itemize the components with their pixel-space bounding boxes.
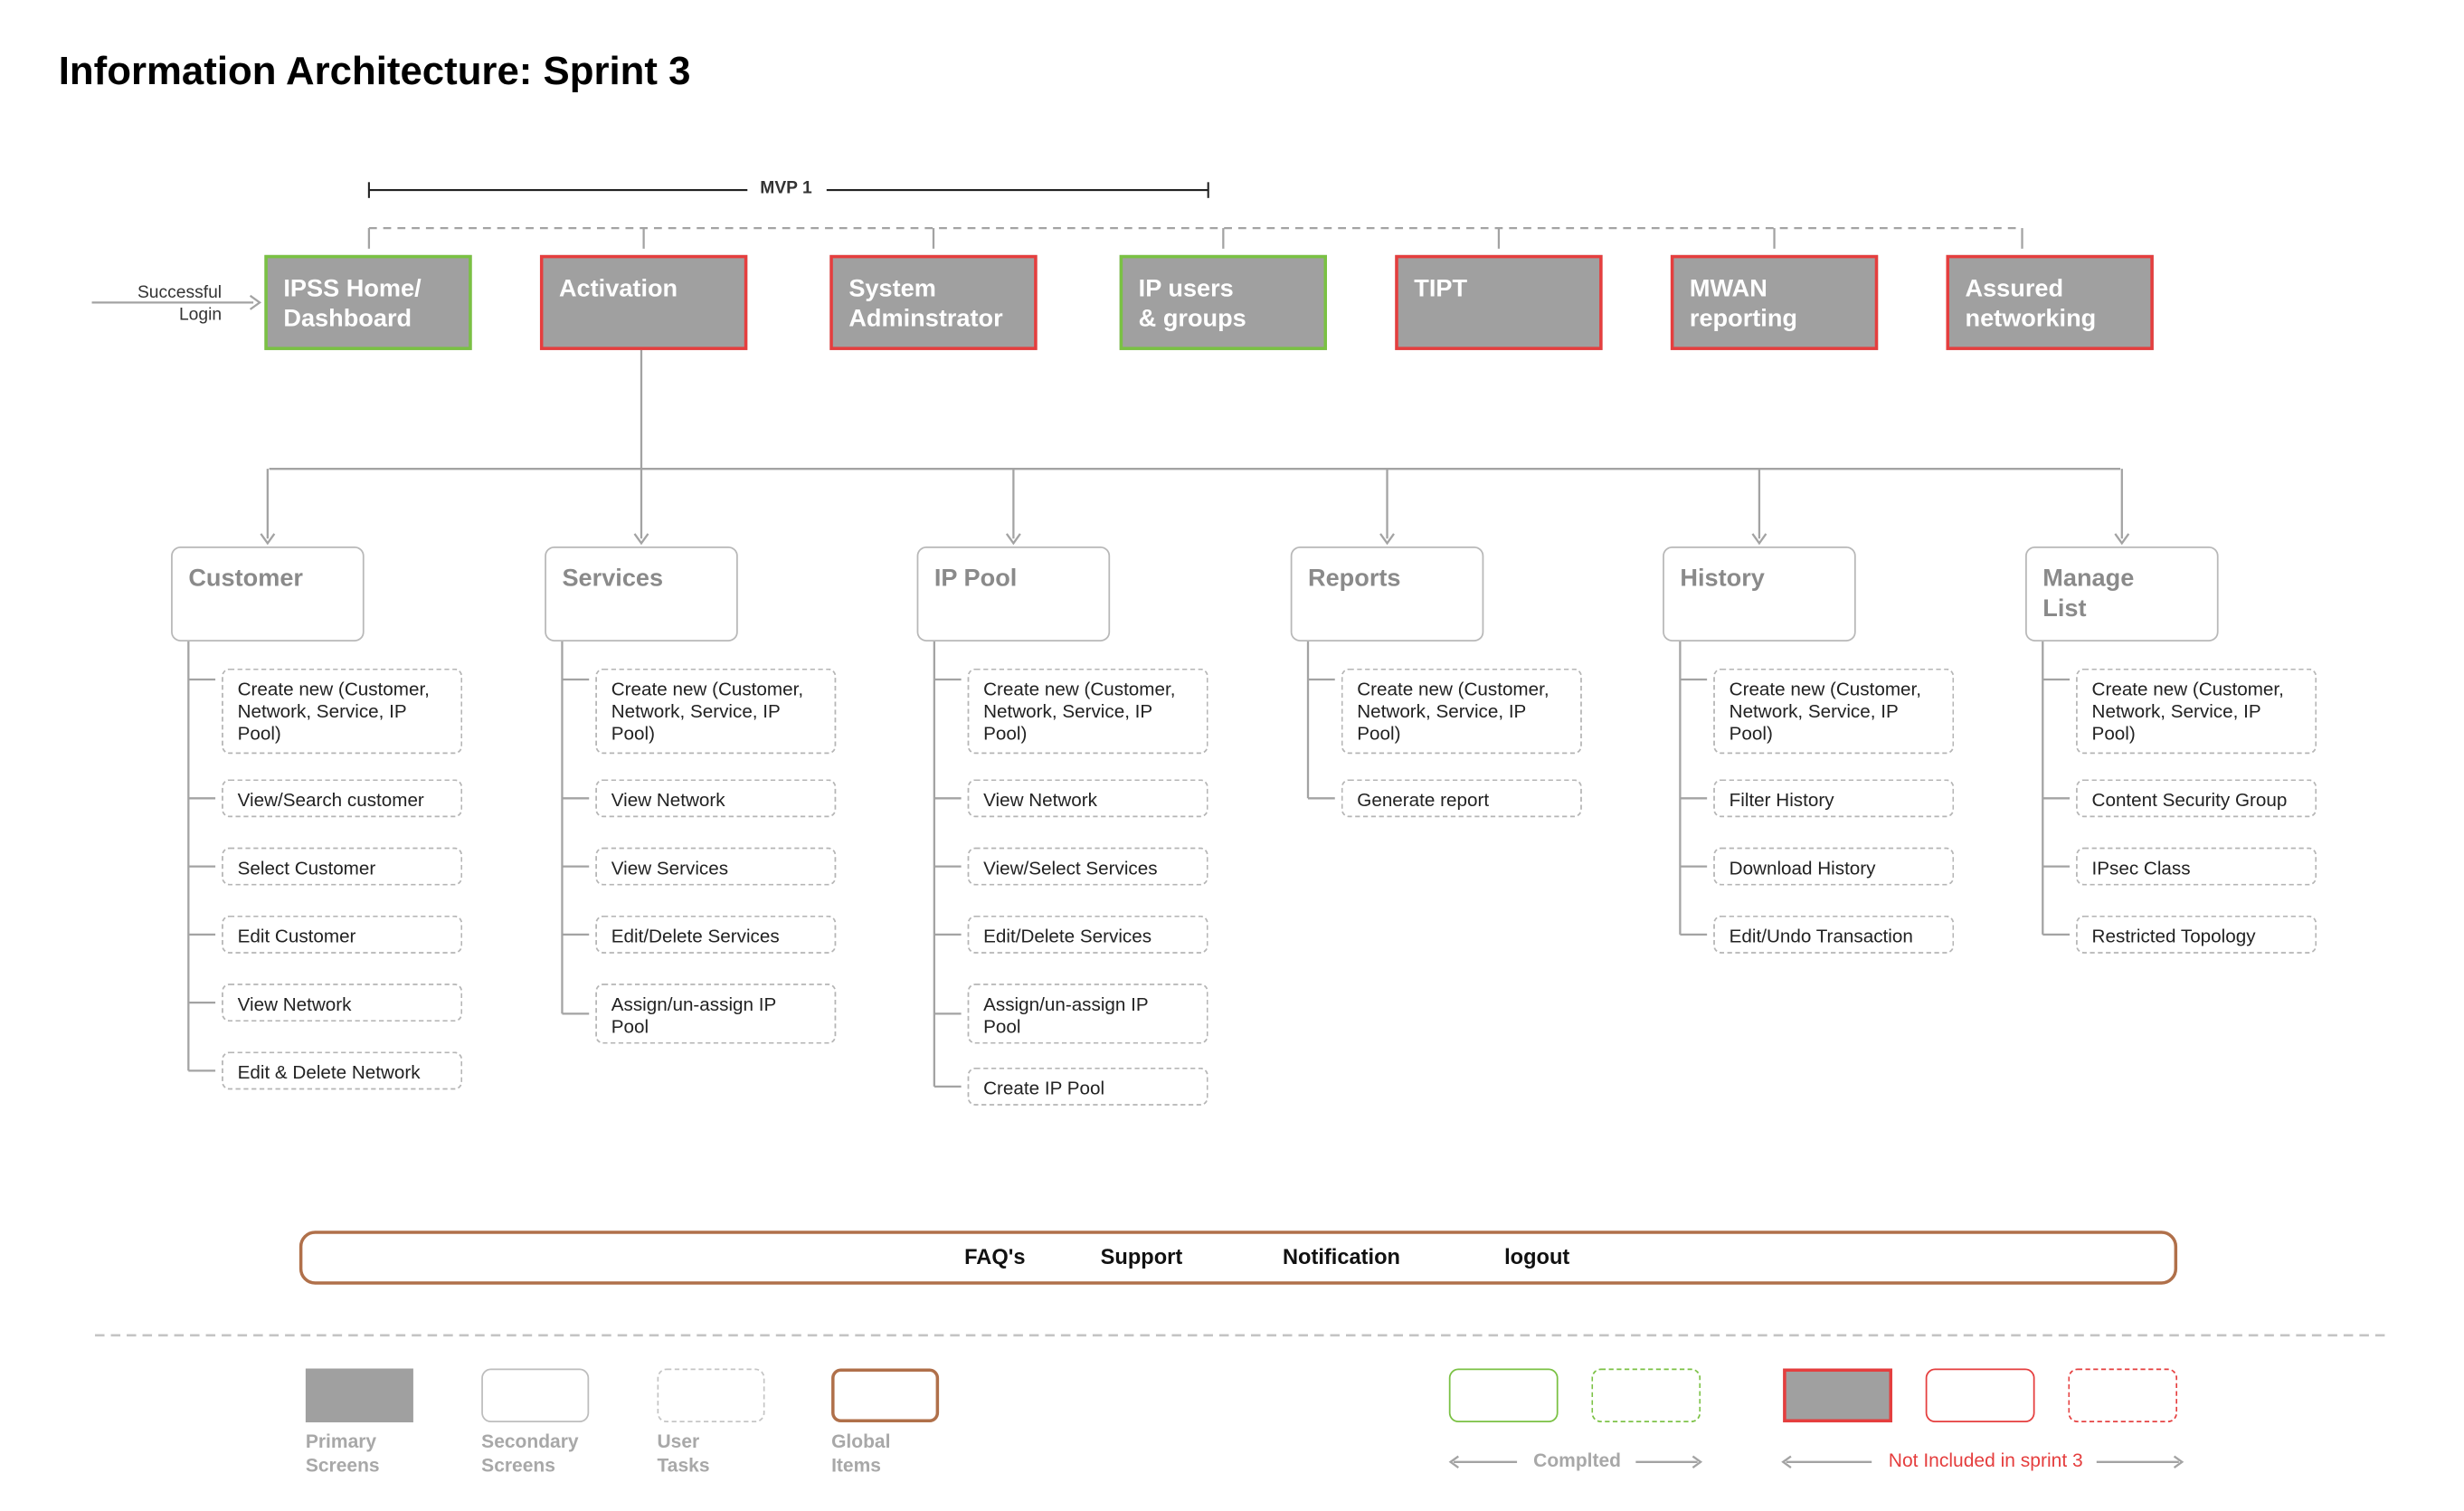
legend-swatch-not-included-primary [1783,1368,1892,1423]
legend-label-user-task: User Tasks [657,1430,710,1477]
primary-screen-tipt[interactable]: TIPT [1395,254,1603,350]
arrow-head [1379,533,1395,546]
primary-screen-ip-users-groups[interactable]: IP users & groups [1119,254,1328,350]
entry-arrow-head [249,294,262,310]
user-task[interactable]: Create new (Customer, Network, Service, … [1341,668,1582,755]
legend-swatch-completed-solid [1448,1368,1559,1423]
legend-swatch-user-task [657,1368,765,1423]
user-task[interactable]: View Network [595,779,837,818]
user-task[interactable]: View Services [595,847,837,886]
secondary-screen-reports[interactable]: Reports [1290,546,1484,641]
arrow-head [1751,533,1767,546]
user-task[interactable]: View/Select Services [967,847,1208,886]
user-task[interactable]: Create new (Customer, Network, Service, … [595,668,837,755]
user-task[interactable]: Assign/un-assign IP Pool [595,984,837,1044]
user-task[interactable]: Edit/Undo Transaction [1713,915,1955,954]
arrow-head [2173,1455,2184,1468]
user-task[interactable]: Edit & Delete Network [222,1051,463,1090]
global-item-support[interactable]: Support [1100,1244,1183,1269]
user-task[interactable]: Restricted Topology [2076,915,2317,954]
arrow-head [2114,533,2130,546]
user-task[interactable]: Content Security Group [2076,779,2317,818]
global-item-logout[interactable]: logout [1504,1244,1570,1269]
legend-swatch-global [831,1368,940,1423]
user-task[interactable]: Create new (Customer, Network, Service, … [222,668,463,755]
secondary-screen-services[interactable]: Services [545,546,738,641]
page-title: Information Architecture: Sprint 3 [58,49,691,94]
user-task[interactable]: Create IP Pool [967,1067,1208,1106]
user-task[interactable]: Edit/Delete Services [595,915,837,954]
primary-screen-ipss-home-dashboard[interactable]: IPSS Home/ Dashboard [264,254,472,350]
legend-label-global: Global Items [831,1430,891,1477]
arrow-head [633,533,649,546]
legend-swatch-not-included-dashed [2068,1368,2178,1423]
secondary-screen-manage-list[interactable]: Manage List [2025,546,2219,641]
arrow-head [1448,1455,1459,1468]
arrow-head [1005,533,1021,546]
user-task[interactable]: Select Customer [222,847,463,886]
user-task[interactable]: View Network [967,779,1208,818]
user-task[interactable]: Edit Customer [222,915,463,954]
user-task[interactable]: View Network [222,984,463,1022]
entry-label: Successful Login [137,283,223,325]
legend-swatch-not-included-solid [1925,1368,2035,1423]
legend-label-primary: Primary Screens [305,1430,380,1477]
global-item-faq-s[interactable]: FAQ's [964,1244,1026,1269]
user-task[interactable]: Create new (Customer, Network, Service, … [967,668,1208,755]
secondary-screen-customer[interactable]: Customer [171,546,365,641]
secondary-screen-ip-pool[interactable]: IP Pool [916,546,1111,641]
arrow-head [1781,1455,1792,1468]
arrow-head [1692,1455,1703,1468]
primary-screen-system-adminstrator[interactable]: System Adminstrator [829,254,1038,350]
user-task[interactable]: Create new (Customer, Network, Service, … [1713,668,1955,755]
user-task[interactable]: IPsec Class [2076,847,2317,886]
user-task[interactable]: Generate report [1341,779,1582,818]
arrow-head [260,533,276,546]
primary-screen-mwan-reporting[interactable]: MWAN reporting [1670,254,1879,350]
primary-screen-assured-networking[interactable]: Assured networking [1946,254,2154,350]
legend-swatch-secondary [481,1368,590,1423]
mvp-label: MVP 1 [750,178,822,198]
legend-label-secondary: Secondary Screens [481,1430,579,1477]
secondary-screen-history[interactable]: History [1663,546,1856,641]
legend-caption-completed: Complted [1533,1449,1622,1472]
user-task[interactable]: Edit/Delete Services [967,915,1208,954]
global-item-notification[interactable]: Notification [1282,1244,1400,1269]
legend-swatch-completed-dashed [1591,1368,1701,1423]
user-task[interactable]: Filter History [1713,779,1955,818]
user-task[interactable]: Assign/un-assign IP Pool [967,984,1208,1044]
legend-caption-not-included: Not Included in sprint 3 [1888,1449,2083,1472]
legend-swatch-primary [305,1368,413,1423]
primary-screen-activation[interactable]: Activation [539,254,748,350]
user-task[interactable]: View/Search customer [222,779,463,818]
global-items-bar [299,1231,2178,1285]
user-task[interactable]: Download History [1713,847,1955,886]
user-task[interactable]: Create new (Customer, Network, Service, … [2076,668,2317,755]
